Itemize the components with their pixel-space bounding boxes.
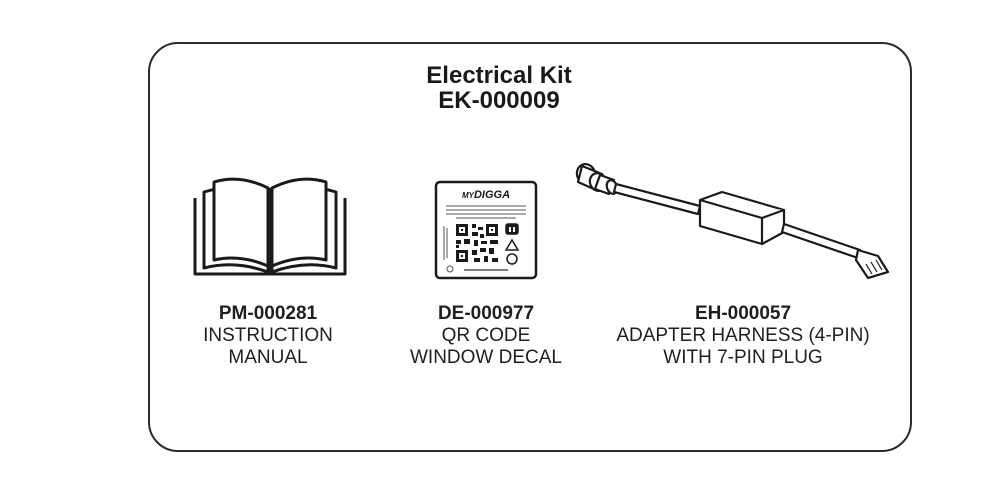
part-description-line1: QR CODE xyxy=(441,325,531,346)
decal-brand-text: MYDIGGA xyxy=(462,189,510,201)
part-caption-harness: EH-000057 ADAPTER HARNESS (4-PIN) WITH 7… xyxy=(608,303,878,369)
part-description-line2: MANUAL xyxy=(228,347,308,368)
part-caption-manual: PM-000281 INSTRUCTION MANUAL xyxy=(178,303,358,369)
kit-code: EK-000009 xyxy=(438,87,560,114)
kit-name: Electrical Kit xyxy=(426,62,572,89)
part-caption-decal: DE-000977 QR CODE WINDOW DECAL xyxy=(396,303,576,369)
qr-decal-icon: MYDIGGA xyxy=(434,180,538,280)
part-description-line1: INSTRUCTION xyxy=(203,325,333,346)
part-number: EH-000057 xyxy=(694,303,792,324)
book-icon xyxy=(193,177,347,276)
part-number: DE-000977 xyxy=(437,303,535,324)
part-description-line1: ADAPTER HARNESS (4-PIN) xyxy=(616,325,870,346)
part-description-line2: WITH 7-PIN PLUG xyxy=(663,347,823,368)
part-number: PM-000281 xyxy=(218,303,318,324)
harness-icon xyxy=(575,163,890,280)
part-description-line2: WINDOW DECAL xyxy=(410,347,562,368)
